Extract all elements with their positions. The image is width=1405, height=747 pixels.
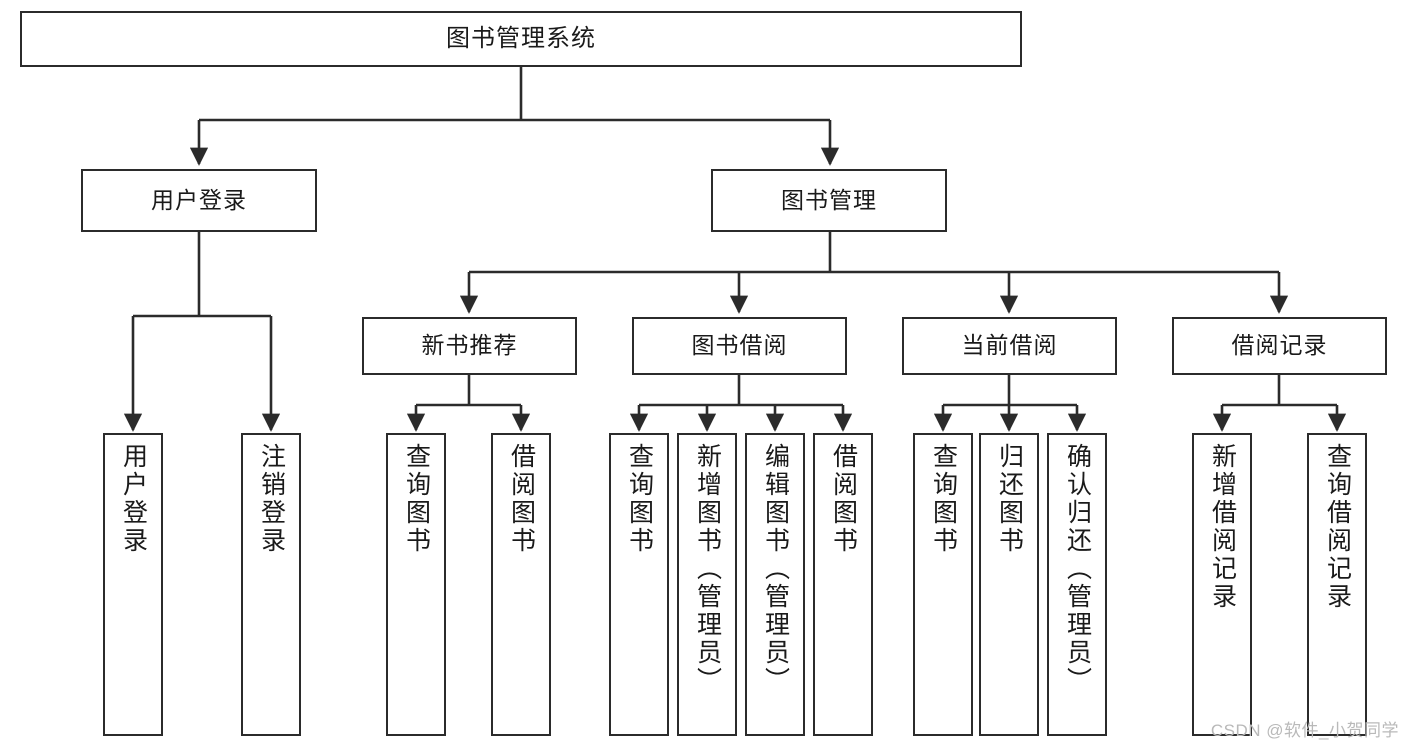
leaf-return-book[interactable]: 归还图书 (979, 433, 1039, 736)
leaf-query-book-3[interactable]: 查询图书 (913, 433, 973, 736)
node-root-label: 图书管理系统 (446, 24, 596, 52)
node-borrow-record[interactable]: 借阅记录 (1172, 317, 1387, 375)
leaf-query-book-2[interactable]: 查询图书 (609, 433, 669, 736)
node-book-manage[interactable]: 图书管理 (711, 169, 947, 232)
node-book-borrow[interactable]: 图书借阅 (632, 317, 847, 375)
leaf-confirm-return-label: 确认归还（管理员） (1063, 443, 1092, 695)
node-new-book-recommend-label: 新书推荐 (421, 332, 518, 359)
node-current-borrow[interactable]: 当前借阅 (902, 317, 1117, 375)
leaf-borrow-book-2[interactable]: 借阅图书 (813, 433, 873, 736)
leaf-return-book-label: 归还图书 (995, 443, 1024, 555)
leaf-query-book-1[interactable]: 查询图书 (386, 433, 446, 736)
leaf-query-book-2-label: 查询图书 (625, 443, 654, 555)
leaf-logout-login[interactable]: 注销登录 (241, 433, 301, 736)
node-user-login-label: 用户登录 (151, 186, 247, 213)
leaf-confirm-return[interactable]: 确认归还（管理员） (1047, 433, 1107, 736)
leaf-edit-book[interactable]: 编辑图书（管理员） (745, 433, 805, 736)
node-user-login[interactable]: 用户登录 (81, 169, 317, 232)
node-book-borrow-label: 图书借阅 (691, 332, 788, 359)
leaf-borrow-book-1[interactable]: 借阅图书 (491, 433, 551, 736)
leaf-edit-book-label: 编辑图书（管理员） (761, 443, 790, 695)
node-borrow-record-label: 借阅记录 (1231, 332, 1328, 359)
leaf-user-login-label: 用户登录 (119, 443, 148, 555)
leaf-borrow-book-1-label: 借阅图书 (507, 443, 536, 555)
node-root[interactable]: 图书管理系统 (20, 11, 1022, 67)
leaf-add-record[interactable]: 新增借阅记录 (1192, 433, 1252, 736)
leaf-query-record-label: 查询借阅记录 (1323, 443, 1352, 611)
leaf-user-login[interactable]: 用户登录 (103, 433, 163, 736)
leaf-add-record-label: 新增借阅记录 (1208, 443, 1237, 611)
leaf-add-book-label: 新增图书（管理员） (693, 443, 722, 695)
leaf-query-book-1-label: 查询图书 (402, 443, 431, 555)
leaf-query-book-3-label: 查询图书 (929, 443, 958, 555)
leaf-logout-login-label: 注销登录 (257, 443, 286, 555)
leaf-add-book[interactable]: 新增图书（管理员） (677, 433, 737, 736)
node-current-borrow-label: 当前借阅 (961, 332, 1058, 359)
node-new-book-recommend[interactable]: 新书推荐 (362, 317, 577, 375)
node-book-manage-label: 图书管理 (781, 186, 877, 213)
leaf-borrow-book-2-label: 借阅图书 (829, 443, 858, 555)
leaf-query-record[interactable]: 查询借阅记录 (1307, 433, 1367, 736)
